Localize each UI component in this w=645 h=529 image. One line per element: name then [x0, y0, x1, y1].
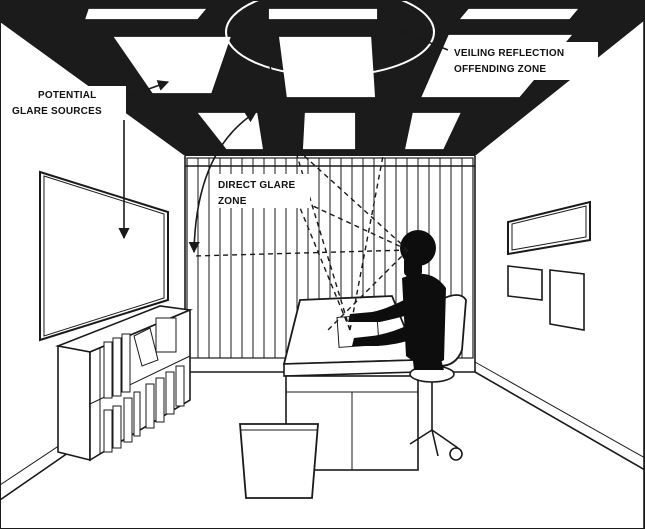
- wall-board: [508, 202, 590, 254]
- picture-frame: [550, 270, 584, 330]
- light-fixture: [278, 36, 376, 98]
- picture-frame: [508, 266, 542, 300]
- light-fixture: [268, 8, 378, 20]
- light-fixture: [458, 8, 580, 20]
- potential-label-line2: GLARE SOURCES: [12, 106, 102, 117]
- potential-label-line1: POTENTIAL: [38, 90, 96, 101]
- direct-label-line1: DIRECT GLARE: [218, 180, 296, 191]
- light-fixture: [302, 112, 356, 150]
- light-fixture: [84, 8, 208, 20]
- label-potential-glare: POTENTIAL GLARE SOURCES: [8, 86, 126, 120]
- veiling-label-line1: VEILING REFLECTION: [454, 48, 564, 59]
- veiling-label-line2: OFFENDING ZONE: [454, 64, 546, 75]
- label-veiling-reflection: VEILING REFLECTION OFFENDING ZONE: [448, 42, 598, 80]
- direct-label-line2: ZONE: [218, 196, 247, 207]
- waste-basket: [240, 424, 318, 498]
- wall-pictures: [508, 202, 590, 330]
- label-direct-glare: DIRECT GLARE ZONE: [214, 174, 310, 208]
